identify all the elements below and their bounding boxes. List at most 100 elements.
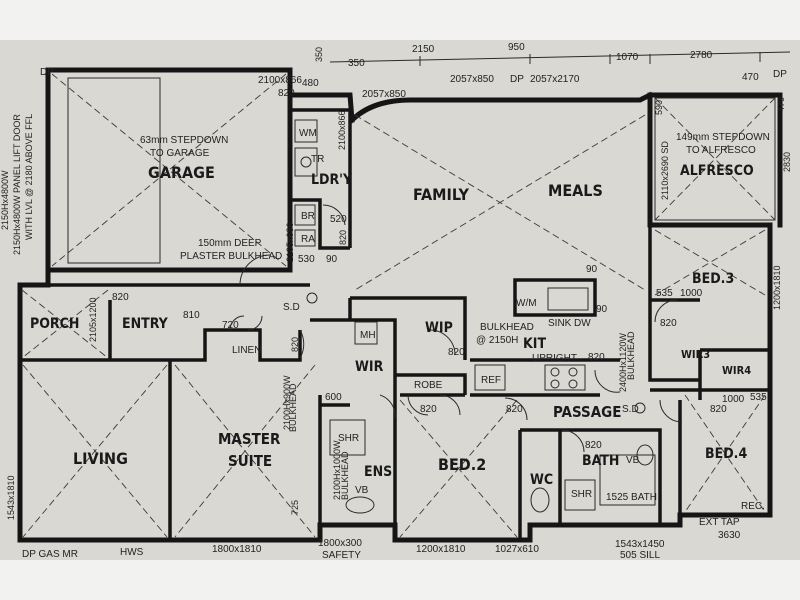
room-wip: WIP [425,320,453,336]
note-br: BR [301,211,315,222]
garage-diagonal-2 [51,73,287,267]
dim-2057x2170: 2057x2170 [530,74,580,85]
dim-820-bed3: 820 [660,318,677,329]
dim-3630: 3630 [718,530,741,541]
ensuite-vanity-basin [345,496,375,514]
note-garage-door-2: WITH LVL @ 2180 ABOVE FFL [24,114,34,240]
note-hws: HWS [120,547,144,558]
note-bath-1525: 1525 BATH [606,492,657,503]
room-bed4: BED.4 [705,446,747,462]
note-alfresco-stepdown-2: TO ALFRESCO [686,145,756,156]
top-dimension-line [329,51,791,66]
note-vb-ensuite: VB [355,485,369,496]
dim-725: 725 [290,500,300,515]
room-wir4: WIR4 [722,364,751,377]
note-dp-alfresco: DP [773,69,787,80]
room-bed2: BED.2 [438,455,486,474]
note-garage-door-1: 2150Hx4800W PANEL LIFT DOOR [12,114,22,255]
dim-2100x866: 2100x866 [258,75,302,86]
dim-2057x850-b: 2057x850 [450,74,494,85]
dim-480: 480 [302,78,319,89]
note-ext-tap: EXT TAP [699,517,740,528]
room-passage: PASSAGE [553,403,621,421]
room-wc: WC [530,472,553,488]
interior-walls [20,108,770,540]
dim-2057x850-a: 2057x850 [362,89,406,100]
fridge-space [474,364,506,391]
note-vb-bath: VB [626,455,640,466]
dim-820-wip: 820 [448,347,465,358]
note-sd-entry: S.D [283,302,300,313]
room-bed3: BED.3 [692,271,734,287]
dim-1000a: 1000 [680,288,703,299]
ensuite-shower [329,419,366,456]
dim-720: 720 [222,320,239,331]
room-diagonals [21,114,766,538]
dim-520: 520 [330,214,347,225]
dim-530: 530 [298,254,315,265]
room-alfresco: ALFRESCO [680,163,754,179]
note-bulkhead-wir: BULKHEAD [288,383,298,432]
manhole [354,321,378,345]
dim-2830: 2830 [782,152,792,172]
note-upright: UPRIGHT [532,353,577,364]
wc-toilet [530,487,550,513]
room-kitchen: KIT [523,336,546,352]
dim-350b: 350 [348,58,365,69]
dim-90-kit: 90 [586,264,598,275]
note-alfresco-stepdown-1: 149mm STEPDOWN [676,132,770,143]
dim-820-ldry: 820 [278,88,295,99]
dim-820-bed4: 820 [710,404,727,415]
dim-v-2400x1120: 2400Hx1120W [618,333,628,392]
dim-820-bed2: 820 [506,404,523,415]
room-ensuite: ENS [364,464,392,480]
dim-820-kit: 820 [588,352,605,363]
room-wir: WIR [355,359,384,375]
bath-tub [599,454,656,506]
dim-90-kit2: 90 [596,304,608,315]
alfresco-diagonal-2 [654,97,776,221]
garage-diagonal-1 [51,73,287,267]
note-bulkhead-1: 150mm DEEP [198,238,262,249]
dim-820-master: 820 [290,337,300,352]
dim-2780: 2780 [690,50,713,61]
dim-v-1200x1810: 1200x1810 [772,265,782,310]
room-living: LIVING [73,449,128,468]
alfresco-outline [654,97,776,221]
note-shr-bath: SHR [571,489,592,500]
room-porch: PORCH [30,316,79,332]
washing-machine [294,119,318,143]
dim-v-2100x1000: 2100Hx1000W [332,440,342,500]
garage-lift-door-frame [67,77,161,264]
dim-590: 590 [654,100,664,115]
note-dp-family: DP [510,74,524,85]
dim-1543x1450: 1543x1450 [615,539,665,550]
dim-90: 90 [326,254,338,265]
kitchen-sink [547,287,589,311]
dim-950: 950 [508,42,525,53]
top-margin [0,0,800,40]
dim-1200x1810: 1200x1810 [416,544,466,555]
dim-535: 535 [656,288,673,299]
room-bath: BATH [582,453,619,469]
dim-v-2100x866: 2100x866 [337,110,347,150]
dim-820-bath: 820 [585,440,602,451]
dim-535b: 535 [750,392,767,403]
dim-v-1543x1810: 1543x1810 [6,475,16,520]
dim-600: 600 [325,392,342,403]
dim-v-garage-door: 2150Hx4800W [0,170,10,230]
note-shr-ensuite: SHR [338,433,359,444]
dim-2150: 2150 [412,44,435,55]
dim-1800x1810: 1800x1810 [212,544,262,555]
note-bulkhead-kit: BULKHEAD [626,331,636,380]
dim-1000b: 1000 [722,394,745,405]
note-ref: REF [481,375,501,386]
dim-820-ldry-door: 820 [338,230,348,245]
bath-shower [564,479,596,511]
dim-v-2105x686: 2105x686 [285,222,295,262]
smoke-detector-2 [634,402,646,414]
bottom-margin [0,560,800,600]
note-wm-laundry: WM [299,128,317,139]
note-dp-garage: DP [40,67,54,78]
